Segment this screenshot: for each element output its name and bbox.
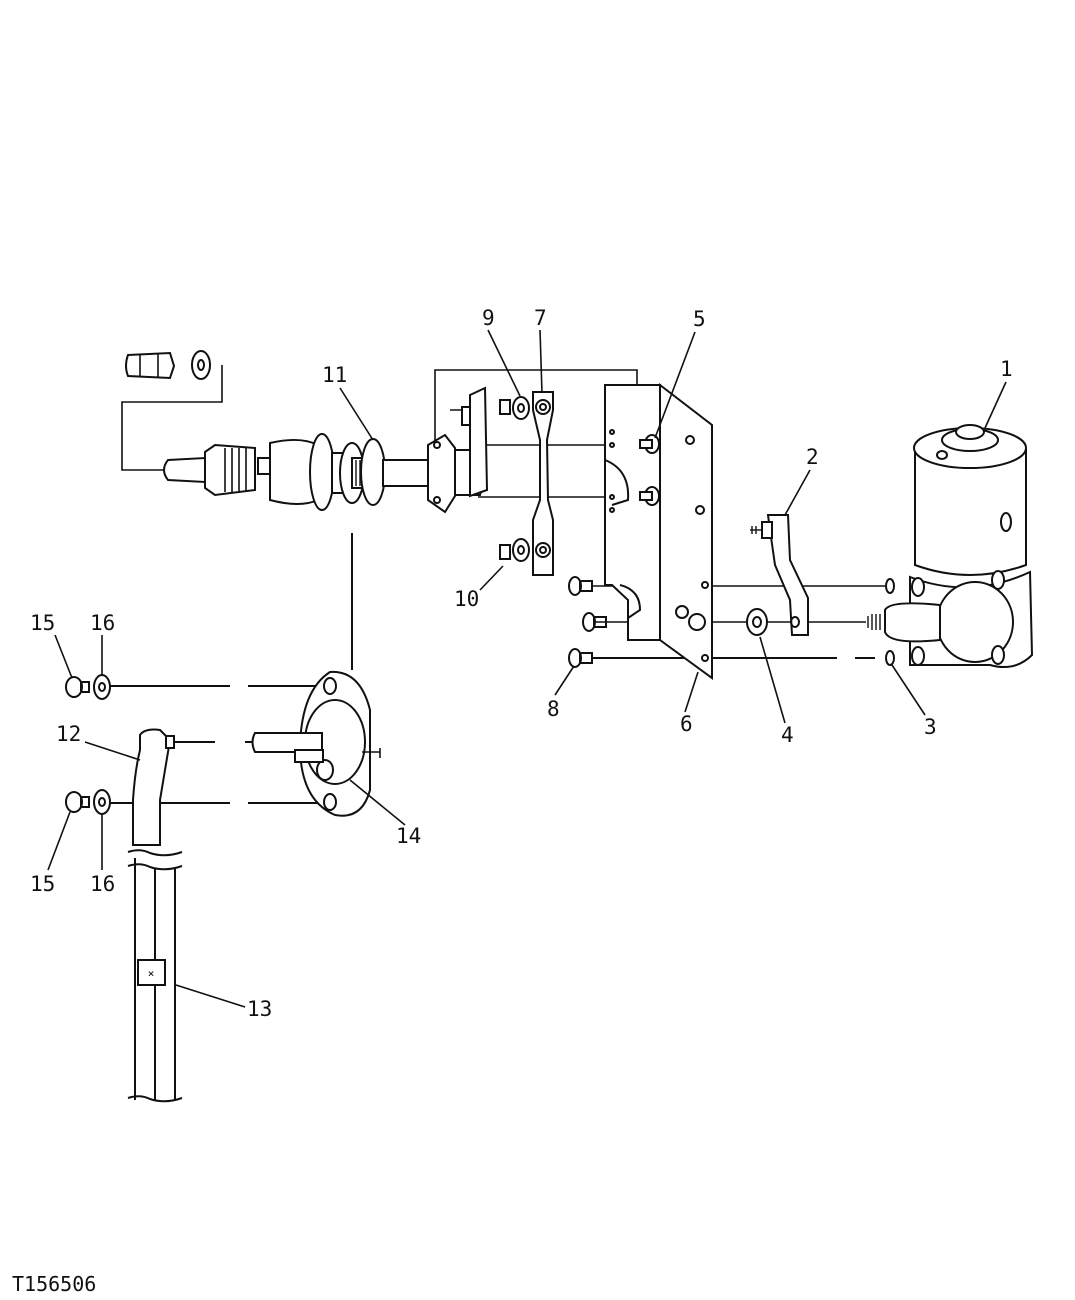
solenoid-icon: [867, 424, 1034, 668]
callout-16-bottom: 16: [90, 872, 115, 896]
strap-icon: [532, 391, 554, 576]
switch-assembly-icon: [163, 386, 489, 514]
nut-icon: [499, 399, 511, 560]
callout-labels: 1 2 3 4 5 6 7 8 9 10 11 12 13 14 15 16 1…: [30, 306, 1013, 1021]
callout-10: 10: [454, 587, 479, 611]
callout-2: 2: [806, 445, 819, 469]
callout-8: 8: [547, 697, 560, 721]
callout-11: 11: [322, 363, 347, 387]
cable-end-icon: [132, 728, 175, 846]
callout-12: 12: [56, 722, 81, 746]
callout-15-top: 15: [30, 611, 55, 635]
callout-7: 7: [534, 306, 547, 330]
washer-icon: [191, 350, 211, 380]
nut-icon: [746, 608, 768, 636]
leader-lines: [47, 329, 1007, 1008]
callout-6: 6: [680, 712, 693, 736]
callout-9: 9: [482, 306, 495, 330]
flange-housing-icon: [251, 670, 381, 817]
washer-icon: [512, 396, 530, 562]
washer-icon: [93, 674, 111, 815]
callout-15-bottom: 15: [30, 872, 55, 896]
callout-4: 4: [781, 723, 794, 747]
cable-icon: ×: [127, 849, 183, 1103]
callout-5: 5: [693, 307, 706, 331]
svg-text:×: ×: [148, 967, 155, 980]
callout-16-top: 16: [90, 611, 115, 635]
screw-icon: [568, 576, 607, 668]
figure-id: T156506: [12, 1272, 96, 1296]
nut-icon: [125, 351, 176, 380]
screw-icon: [639, 434, 660, 506]
callout-1: 1: [1000, 357, 1013, 381]
lever-bracket-icon: [750, 514, 809, 636]
assembly-lines: [110, 365, 890, 804]
callout-14: 14: [396, 824, 421, 848]
screw-icon: [65, 675, 90, 813]
callout-3: 3: [924, 715, 937, 739]
callout-13: 13: [247, 997, 272, 1021]
washer-icon: [885, 578, 895, 666]
